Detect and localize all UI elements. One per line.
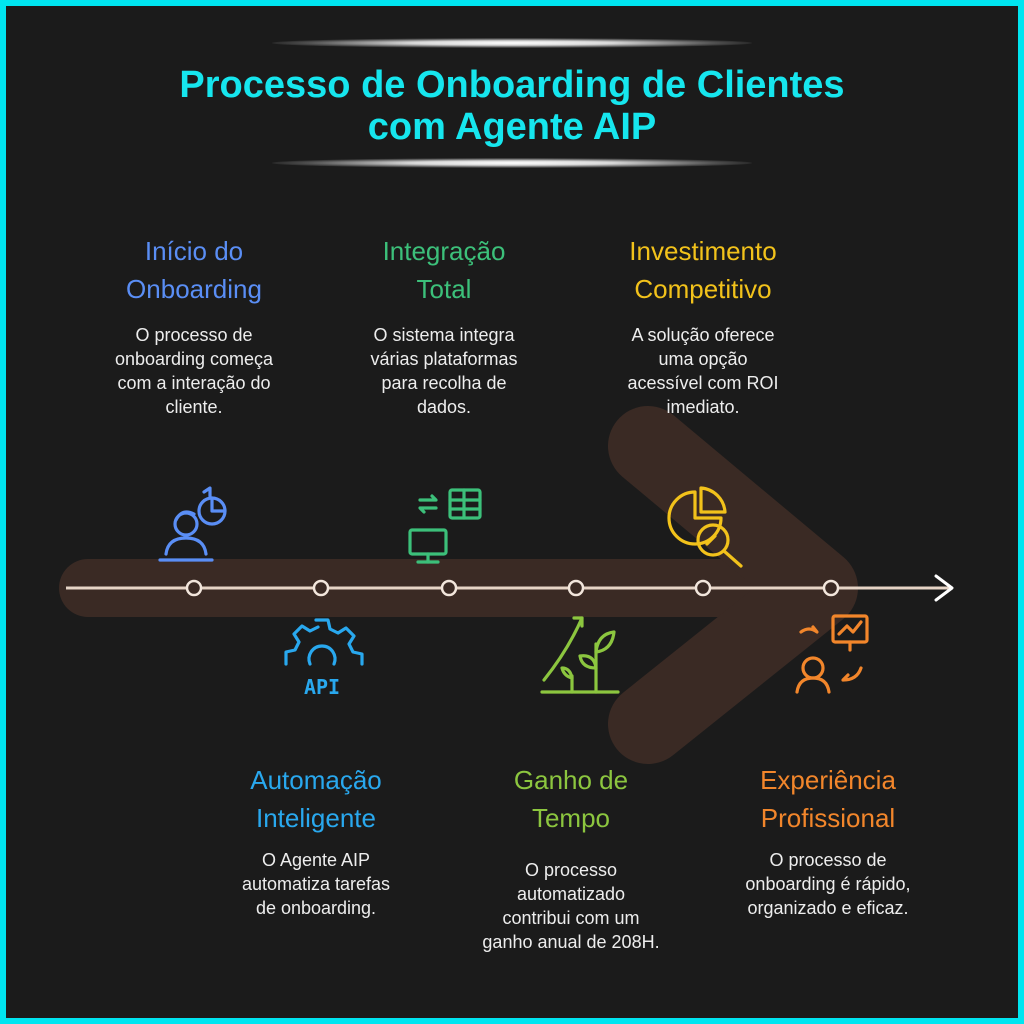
step5-title-line2: Competitivo [634,274,772,304]
step1-desc-line3: com a interação do [117,373,271,393]
step5-desc-line2: uma opção [658,349,748,369]
growth-plant-icon [540,616,620,694]
step3-desc-line2: várias plataformas [370,349,518,369]
timeline-line [66,574,954,602]
step2-title-line1: Automação [250,765,382,795]
step3-desc-line3: para recolha de [381,373,507,393]
timeline-node-6 [822,579,840,597]
step5-desc-line3: acessível com ROI [627,373,779,393]
timeline-node-3 [440,579,458,597]
step4-desc-line4: ganho anual de 208H. [482,932,660,952]
step5-desc-line1: A solução oferece [631,325,775,345]
step4-desc-line2: automatizado [516,884,626,904]
api-label: API [304,675,340,698]
step5-desc-line4: imediato. [666,397,740,417]
timeline-node-2 [312,579,330,597]
step4-title-line2: Tempo [531,803,611,833]
step3-title-line2: Total [416,274,472,304]
step6-title-line1: Experiência [760,765,896,795]
step5-title-line1: Investimento [629,236,777,266]
timeline-arrowhead [934,574,954,602]
page-title-line2: com Agente AIP [367,106,657,148]
step2-title-line2: Inteligente [256,803,376,833]
step2-desc-line1: O Agente AIP [261,850,371,870]
timeline-graphic [59,406,954,764]
step3-desc-line1: O sistema integra [373,325,515,345]
step1-desc-line4: cliente. [165,397,223,417]
step1-title-line2: Onboarding [126,274,262,304]
step6-desc-line2: onboarding é rápido, [745,874,911,894]
step1-title-line1: Início do [144,236,244,266]
page-title-line1: Processo de Onboarding de Clientes [179,64,845,106]
step3-desc-line4: dados. [416,397,472,417]
title-glow-top [272,38,752,48]
step1-desc-line2: onboarding começa [114,349,274,369]
timeline-node-1 [185,579,203,597]
timeline-node-4 [567,579,585,597]
step3-title-line1: Integração [382,236,506,266]
step1-desc-line1: O processo de [135,325,253,345]
step4-title-line1: Ganho de [513,765,629,795]
step4-desc-line3: contribui com um [502,908,640,928]
infographic-canvas: Processo de Onboarding de Clientes com A… [6,6,1018,1018]
title-glow-bottom [272,158,752,168]
step6-desc-line3: organizado e eficaz. [747,898,909,918]
timeline-node-5 [694,579,712,597]
step2-desc-line3: de onboarding. [255,898,377,918]
api-gear-icon: API [284,618,364,698]
data-integration-icon [408,488,482,564]
pie-chart-magnifier-icon [667,486,743,568]
step4-desc-line1: O processo [524,860,618,880]
professional-presentation-icon [795,614,869,694]
step6-desc-line1: O processo de [769,850,887,870]
customer-interaction-icon [158,486,227,562]
step2-desc-line2: automatiza tarefas [241,874,391,894]
step6-title-line2: Profissional [760,803,896,833]
